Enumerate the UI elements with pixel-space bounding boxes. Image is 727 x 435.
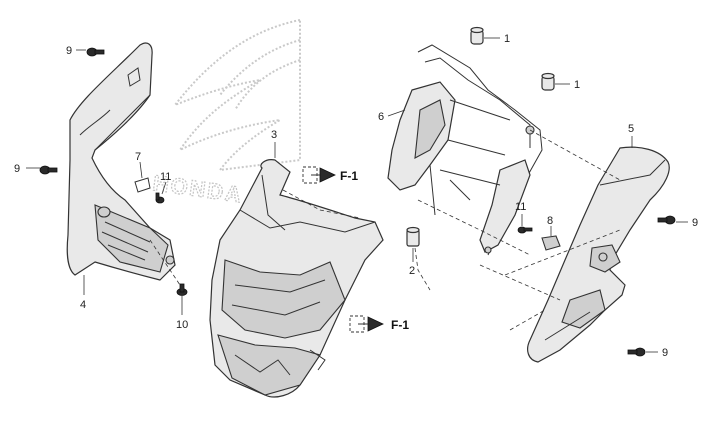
label-part-7: 7 (135, 151, 141, 163)
label-part-9-mid-left: 9 (14, 163, 20, 175)
side-cover-left (66, 42, 176, 281)
side-cover-right (527, 146, 670, 363)
label-part-10: 10 (176, 319, 188, 331)
clip-nut (541, 235, 561, 251)
label-part-9-top-left: 9 (66, 45, 72, 57)
screw-mid-left (39, 165, 58, 175)
bolt-lower-left (176, 283, 188, 296)
screw-right-upper (657, 215, 676, 225)
tapping-screw-left (155, 192, 165, 204)
label-part-9-right-upper: 9 (692, 217, 698, 229)
collar (406, 226, 420, 247)
front-cowl (209, 159, 384, 398)
label-part-11-left: 11 (160, 171, 171, 183)
assembly-lines (149, 129, 621, 331)
label-part-1-right: 1 (574, 79, 580, 91)
grommet-top (470, 26, 484, 45)
callouts: 9 9 4 7 11 10 3 6 2 1 1 5 11 (14, 33, 698, 359)
label-part-4: 4 (80, 299, 86, 311)
label-part-3: 3 (271, 129, 277, 141)
spring-clip (134, 177, 151, 193)
screw-top-left (86, 47, 105, 57)
ref-f1-bottom: F-1 (349, 315, 409, 333)
mounting-stay (387, 44, 543, 256)
ref-f1-bottom-label: F-1 (391, 318, 409, 332)
label-part-2: 2 (409, 265, 415, 277)
ref-f1-top-label: F-1 (340, 169, 358, 183)
grommet-right (541, 72, 555, 91)
tapping-screw-right (517, 226, 533, 234)
label-part-5: 5 (628, 123, 634, 135)
ref-f1-top: F-1 (302, 166, 358, 184)
label-part-11-right: 11 (515, 201, 526, 213)
screw-right-lower (627, 347, 646, 357)
label-part-9-right-lower: 9 (662, 347, 668, 359)
label-part-6: 6 (378, 111, 384, 123)
label-part-8: 8 (547, 215, 553, 227)
label-part-1-top: 1 (504, 33, 510, 45)
